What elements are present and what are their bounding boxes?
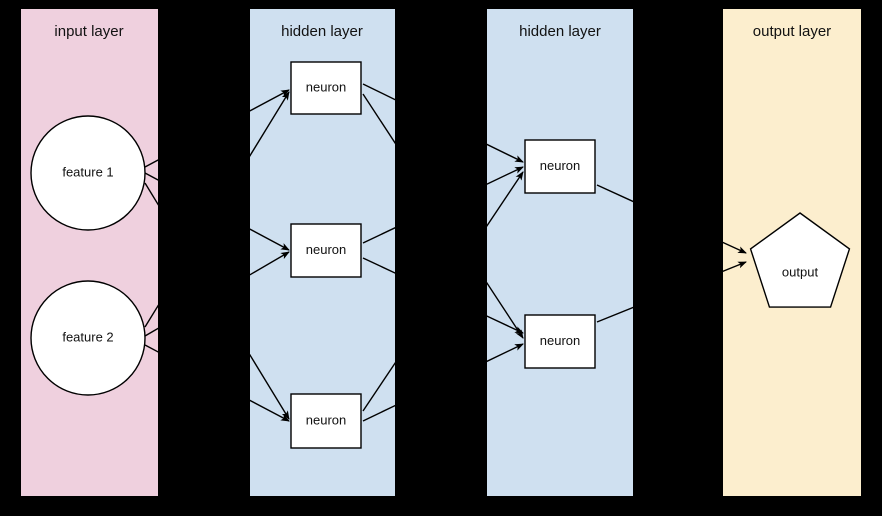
edge-feature-2-to-hidden-1-neuron-2 — [250, 251, 290, 276]
edge-hidden-1-neuron-3-to-hidden-2-neuron-1-tail — [362, 361, 395, 412]
edge-hidden-1-neuron-1-to-hidden-2-neuron-2 — [487, 281, 524, 339]
edge-hidden-1-neuron-2-to-hidden-2-neuron-1 — [487, 166, 524, 185]
layer-title-hidden-2: hidden layer — [519, 23, 601, 40]
edge-hidden-1-neuron-2-to-hidden-2-neuron-2 — [487, 315, 524, 334]
connection-edges — [144, 83, 747, 422]
edge-feature-2-to-hidden-1-neuron-3 — [250, 399, 290, 422]
layer-title-hidden-1: hidden layer — [281, 23, 363, 40]
edge-hidden-1-neuron-1-to-hidden-2-neuron-1 — [487, 143, 524, 163]
edge-hidden-1-neuron-3-to-hidden-2-neuron-2 — [487, 343, 524, 363]
node-label-hidden-1-neuron-3: neuron — [306, 412, 346, 427]
node-hidden-2-neuron-1[interactable] — [524, 139, 596, 194]
node-feature-2[interactable] — [30, 280, 146, 396]
layer-title-output: output layer — [753, 23, 831, 40]
edge-hidden-1-neuron-2-to-hidden-2-neuron-1-tail — [362, 227, 395, 244]
node-feature-1[interactable] — [30, 115, 146, 231]
edge-feature-2-to-hidden-1-neuron-1 — [250, 91, 290, 157]
layer-title-input: input layer — [54, 23, 123, 40]
node-hidden-2-neuron-2[interactable] — [524, 314, 596, 369]
edge-feature-1-to-hidden-1-neuron-3 — [250, 353, 290, 420]
node-hidden-1-neuron-2[interactable] — [290, 223, 362, 278]
layer-panel-input — [21, 9, 158, 496]
edge-hidden-2-neuron-2-to-output-node-tail — [596, 306, 633, 323]
layer-panel-hidden-2 — [487, 9, 633, 496]
node-label-hidden-2-neuron-1: neuron — [540, 158, 580, 173]
node-label-hidden-1-neuron-2: neuron — [306, 242, 346, 257]
node-hidden-1-neuron-3[interactable] — [290, 393, 362, 449]
edge-hidden-1-neuron-1-to-hidden-2-neuron-2-tail — [362, 93, 395, 145]
node-label-hidden-1-neuron-1: neuron — [306, 79, 346, 94]
edge-hidden-2-neuron-1-to-output-node-tail — [596, 184, 633, 203]
edge-hidden-1-neuron-2-to-hidden-2-neuron-2-tail — [362, 257, 395, 274]
edge-feature-1-to-hidden-1-neuron-1 — [250, 89, 290, 112]
edge-hidden-1-neuron-3-to-hidden-2-neuron-2-tail — [362, 404, 395, 422]
node-label-feature-1: feature 1 — [62, 164, 113, 179]
layer-titles: input layer hidden layer hidden layer outpu… — [54, 23, 831, 40]
node-label-hidden-2-neuron-2: neuron — [540, 333, 580, 348]
layer-nodes: feature 1 feature 2 neuron neuron neuron neur… — [30, 61, 851, 449]
node-hidden-1-neuron-1[interactable] — [290, 61, 362, 115]
edge-feature-1-to-hidden-1-neuron-2 — [250, 228, 290, 251]
node-label-feature-2: feature 2 — [62, 329, 113, 344]
node-label-output-node: output — [782, 264, 819, 279]
edge-hidden-1-neuron-3-to-hidden-2-neuron-1 — [487, 171, 524, 228]
node-output-node[interactable] — [749, 212, 851, 308]
edge-hidden-1-neuron-1-to-hidden-2-neuron-1-tail — [362, 83, 395, 101]
